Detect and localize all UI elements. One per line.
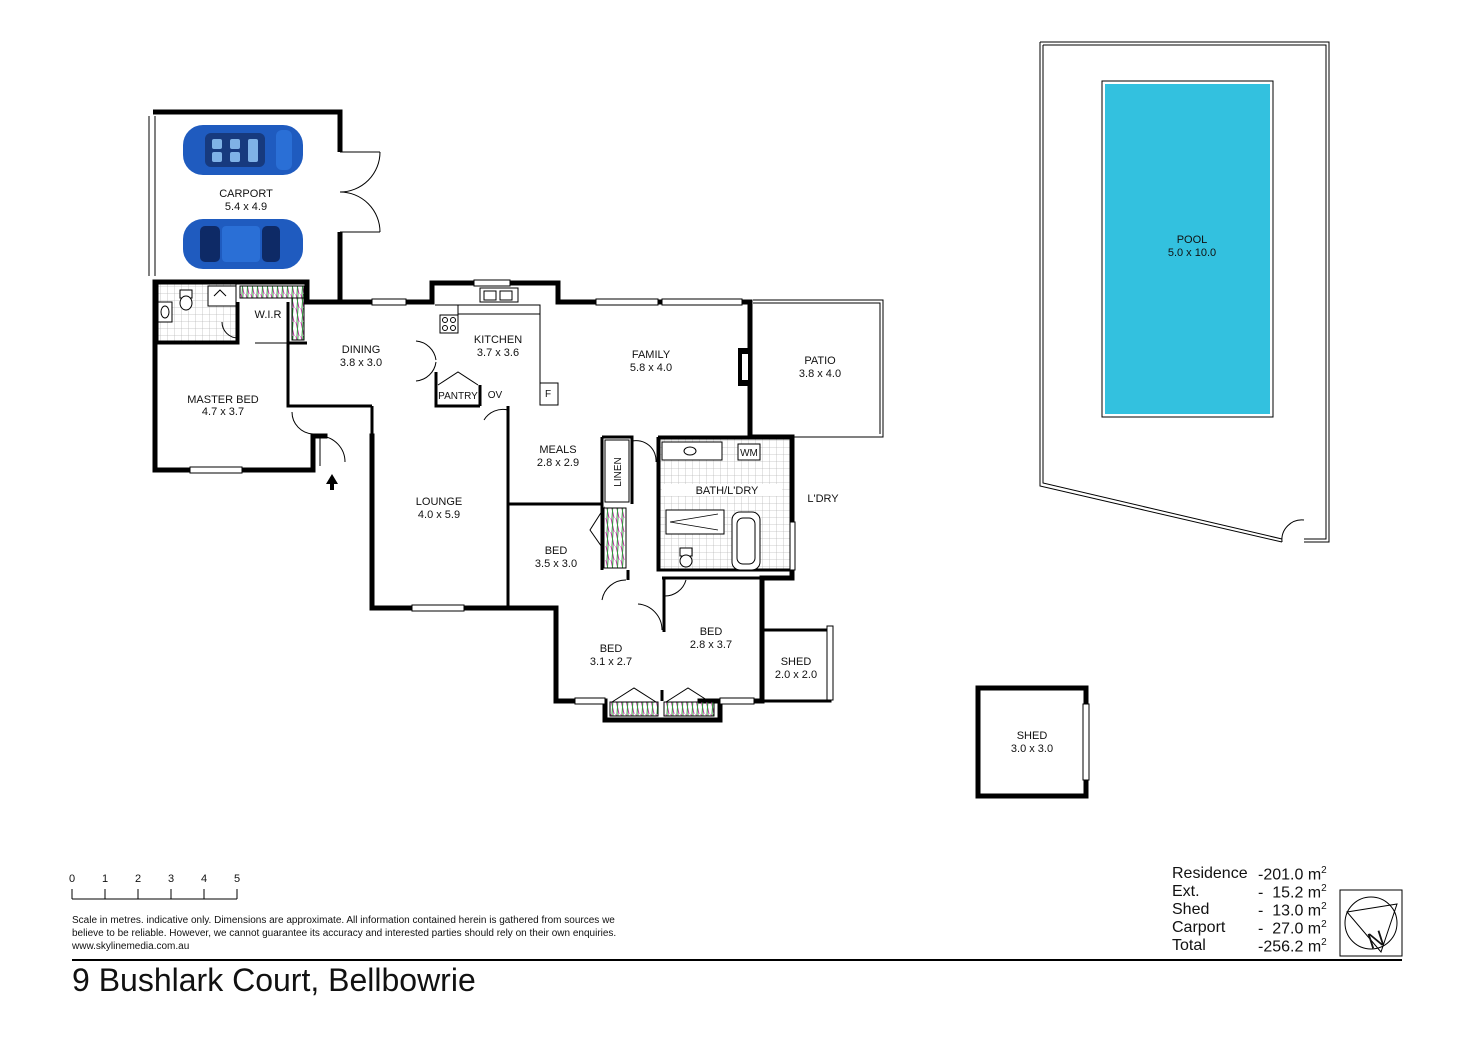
room-labels: CARPORT 5.4 x 4.9 W.I.R DINING 3.8 x 3.0… — [187, 188, 1216, 755]
carport-double-door — [339, 151, 381, 233]
area-label: Residence — [1172, 865, 1248, 882]
room-dims-kitchen: 3.7 x 3.6 — [477, 347, 519, 359]
room-name-patio: PATIO — [804, 355, 836, 367]
toilet-icon — [179, 289, 193, 311]
detached-shed — [975, 685, 1090, 799]
area-value: - 15.2 m2 — [1258, 883, 1327, 902]
room-name-dining: DINING — [342, 344, 381, 356]
room-dims-bed-3: 2.8 x 3.7 — [690, 639, 732, 651]
compass-letter: N — [1364, 925, 1387, 954]
scale-bar: 0 1 2 3 4 5 — [69, 873, 240, 900]
area-label: Carport — [1172, 919, 1226, 936]
room-name-wir: W.I.R — [255, 309, 282, 321]
pantry-doors — [415, 340, 509, 421]
shower-icon — [665, 509, 725, 535]
scale-tick-label: 4 — [201, 873, 207, 885]
room-name-bed-2: BED — [600, 643, 623, 655]
room-dims-bed-2: 3.1 x 2.7 — [590, 656, 632, 668]
basin-icon — [661, 441, 761, 461]
room-dims-meals: 2.8 x 2.9 — [537, 457, 579, 469]
disclaimer-line: Scale in metres. indicative only. Dimens… — [72, 915, 615, 926]
disclaimer-line: believe to be reliable. However, we cann… — [72, 928, 617, 939]
patio-area — [753, 299, 884, 438]
linen-cupboard — [604, 439, 630, 503]
area-value: - 13.0 m2 — [1258, 901, 1327, 920]
area-label: Ext. — [1172, 883, 1200, 900]
toilet-icon — [679, 547, 693, 568]
scale-tick-label: 3 — [168, 873, 174, 885]
room-dims-shed-2: 3.0 x 3.0 — [1011, 743, 1053, 755]
disclaimer: Scale in metres. indicative only. Dimens… — [72, 914, 712, 953]
pool-fence — [1039, 41, 1330, 543]
room-name-master-bed: MASTER BED — [187, 394, 259, 406]
room-dims-patio: 3.8 x 4.0 — [799, 368, 841, 380]
area-value: - 27.0 m2 — [1258, 919, 1327, 938]
room-dims-pool: 5.0 x 10.0 — [1168, 247, 1216, 259]
carport-area — [148, 109, 381, 300]
compass-icon: N — [1339, 889, 1403, 957]
door-swings — [291, 411, 1305, 631]
area-row-total: Total -256.2 m2 — [1172, 937, 1332, 955]
area-row-residence: Residence -201.0 m2 — [1172, 865, 1332, 883]
car-icon — [183, 125, 303, 175]
fixture-linen: LINEN — [613, 457, 624, 486]
scale-tick-label: 1 — [102, 873, 108, 885]
area-row-ext: Ext. - 15.2 m2 — [1172, 883, 1332, 901]
room-name-meals: MEALS — [539, 444, 576, 456]
room-dims-shed-1: 2.0 x 2.0 — [775, 669, 817, 681]
fixture-fridge: F — [545, 389, 551, 400]
pool-water — [1105, 84, 1270, 414]
bedroom-robes — [609, 687, 715, 717]
kitchen-bench — [435, 287, 559, 406]
room-name-pool: POOL — [1177, 234, 1208, 246]
scale-tick-label: 0 — [69, 873, 75, 885]
shower-icon — [207, 285, 237, 307]
scale-tick-label: 2 — [135, 873, 141, 885]
room-name-bed-3: BED — [700, 626, 723, 638]
area-row-shed: Shed - 13.0 m2 — [1172, 901, 1332, 919]
room-name-carport: CARPORT — [219, 188, 273, 200]
room-name-shed-1: SHED — [781, 656, 812, 668]
room-name-shed-2: SHED — [1017, 730, 1048, 742]
fixture-pantry: PANTRY — [438, 391, 478, 402]
room-dims-carport: 5.4 x 4.9 — [225, 201, 267, 213]
wir-hanging-rail — [239, 285, 305, 299]
area-value: -256.2 m2 — [1258, 937, 1327, 956]
bathtub-icon — [731, 511, 761, 571]
website-link[interactable]: www.skylinemedia.com.au — [72, 941, 190, 952]
fixture-oven: OV — [488, 390, 503, 401]
room-dims-master-bed: 4.7 x 3.7 — [202, 406, 244, 418]
robe — [589, 506, 627, 569]
area-label: Shed — [1172, 901, 1210, 918]
bathroom-tiles — [659, 438, 791, 570]
room-dims-lounge: 4.0 x 5.9 — [418, 509, 460, 521]
vanity-basin-icon — [157, 301, 173, 323]
fixture-washing-machine: WM — [740, 448, 758, 459]
room-name-family: FAMILY — [632, 349, 671, 361]
property-address: 9 Bushlark Court, Bellbowrie — [72, 962, 476, 998]
car-icon — [183, 219, 303, 269]
windows — [189, 279, 834, 705]
entry-arrow-icon — [326, 474, 338, 490]
fixture-bath-laundry: BATH/L'DRY — [696, 485, 759, 497]
area-label: Total — [1172, 937, 1206, 954]
room-dims-bed-1: 3.5 x 3.0 — [535, 558, 577, 570]
room-dims-dining: 3.8 x 3.0 — [340, 357, 382, 369]
room-dims-family: 5.8 x 4.0 — [630, 362, 672, 374]
room-name-lounge: LOUNGE — [416, 496, 462, 508]
room-name-bed-1: BED — [545, 545, 568, 557]
scale-tick-label: 5 — [234, 873, 240, 885]
fixture-laundry: L'DRY — [807, 493, 839, 505]
room-name-kitchen: KITCHEN — [474, 334, 522, 346]
area-row-carport: Carport - 27.0 m2 — [1172, 919, 1332, 937]
area-value: -201.0 m2 — [1258, 865, 1327, 884]
